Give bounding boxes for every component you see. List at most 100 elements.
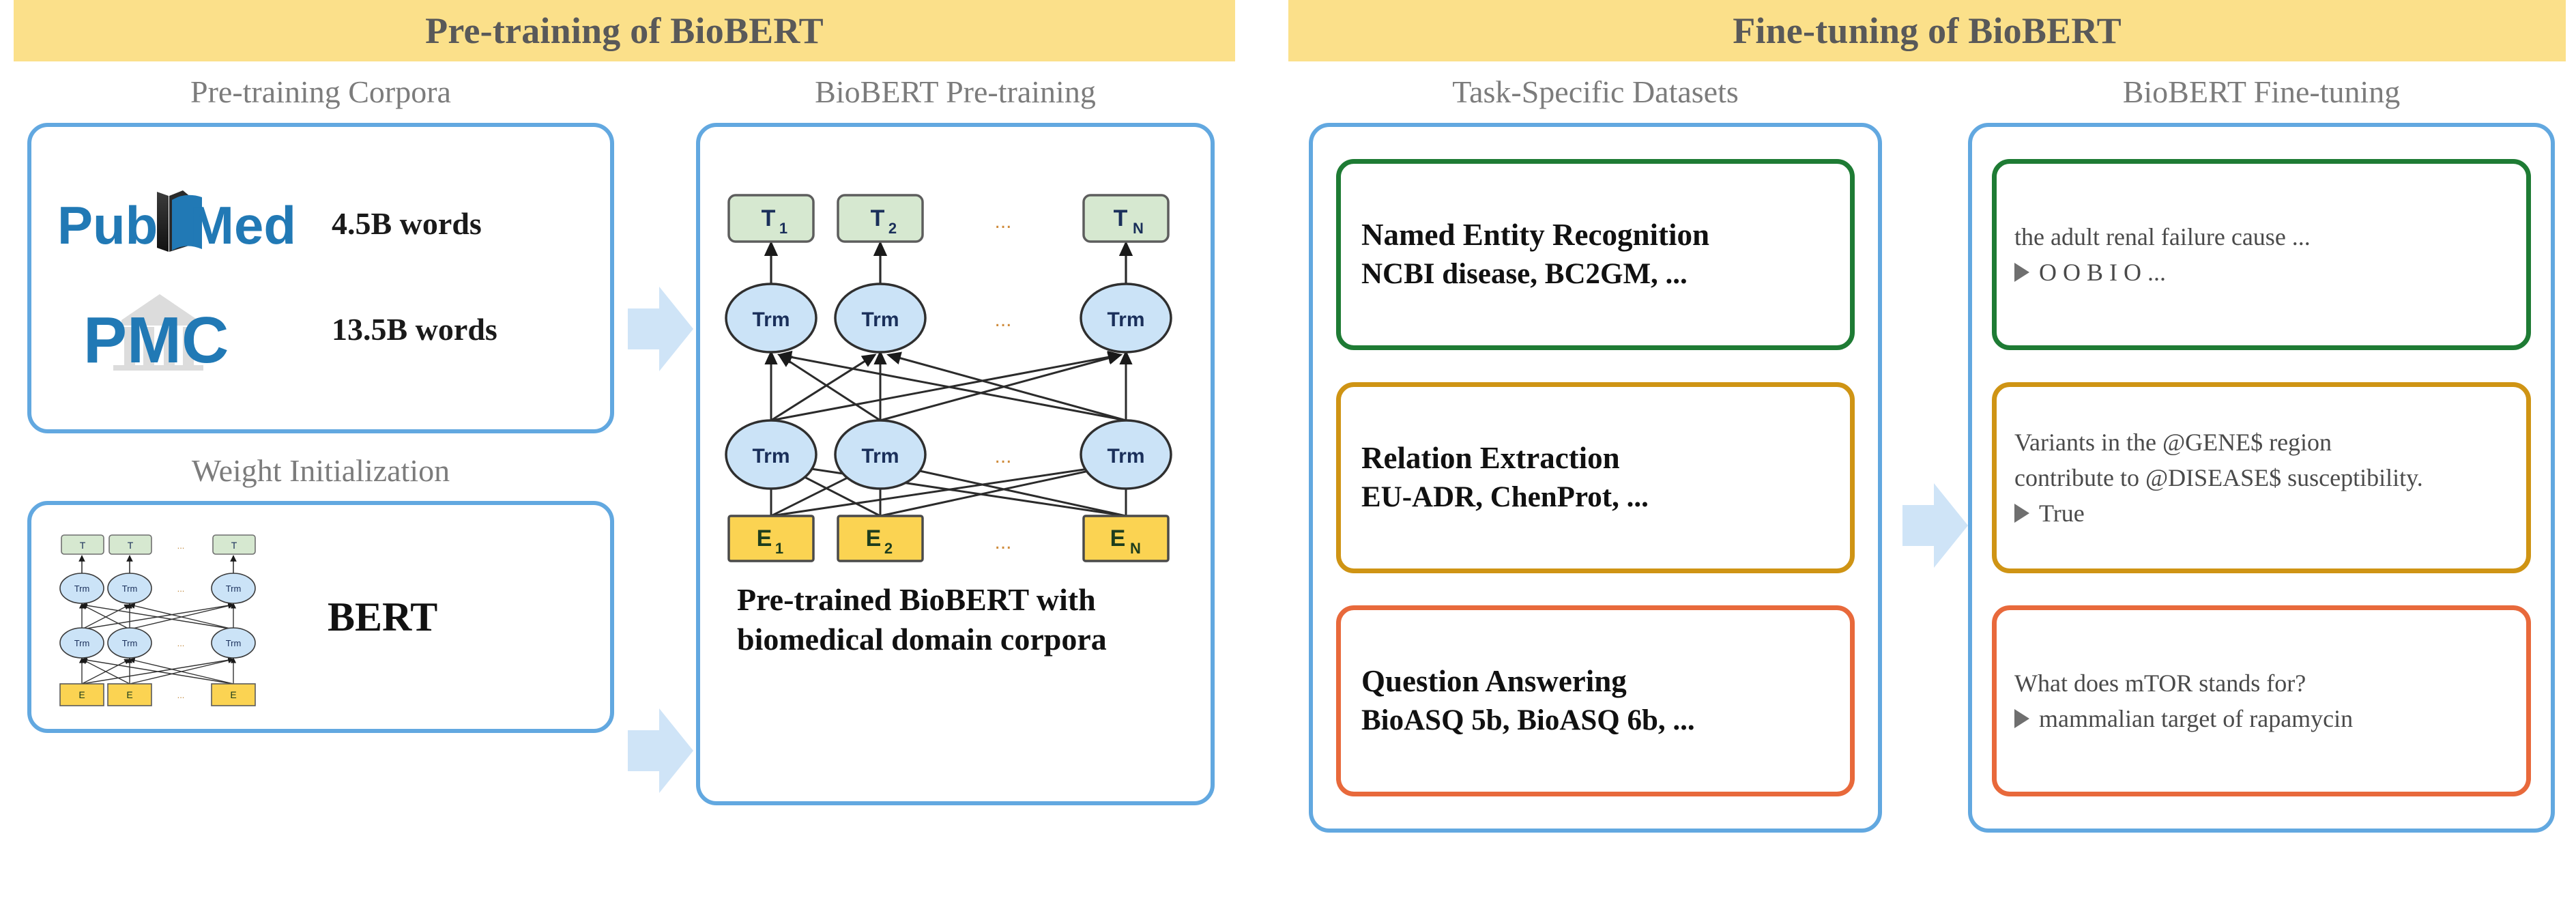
- task-box-relation-extraction[interactable]: Relation Extraction EU-ADR, ChenProt, ..…: [1336, 382, 1855, 573]
- arrow-datasets-to-finetuning: [1902, 482, 1968, 569]
- pubmed-word-count: 4.5B words: [332, 206, 482, 241]
- example-re-input-line1: Variants in the @GENE$ region: [2014, 428, 2332, 456]
- svg-text:T: T: [80, 540, 86, 551]
- example-box-question-answering[interactable]: What does mTOR stands for? mammalian tar…: [1992, 605, 2531, 796]
- svg-text:1: 1: [779, 220, 787, 237]
- biobert-pretraining-card: T 1 T 2 T N ...: [696, 123, 1215, 805]
- svg-text:Trm: Trm: [122, 584, 138, 594]
- pretrained-biobert-caption: Pre-trained BioBERT with biomedical doma…: [737, 580, 1174, 659]
- example-qa-output-row: mammalian target of rapamycin: [2014, 701, 2508, 736]
- svg-text:...: ...: [177, 584, 185, 594]
- svg-text:...: ...: [994, 445, 1011, 467]
- example-re-output: True: [2039, 500, 2085, 528]
- svg-text:...: ...: [994, 308, 1011, 331]
- finetuning-title: BioBERT Fine-tuning: [2122, 74, 2401, 109]
- example-qa-input: What does mTOR stands for?: [2014, 669, 2306, 697]
- example-ner-output-row: O O B I O ...: [2014, 255, 2508, 290]
- svg-text:...: ...: [177, 541, 185, 551]
- triangle-icon: [2014, 504, 2029, 523]
- pretraining-panel: Pre-training of BioBERT Pre-training Cor…: [14, 0, 1235, 805]
- svg-text:E: E: [230, 689, 236, 700]
- finetuning-banner: Fine-tuning of BioBERT: [1288, 0, 2566, 61]
- example-box-relation-extraction[interactable]: Variants in the @GENE$ region contribute…: [1992, 382, 2531, 573]
- example-re-input-line2: contribute to @DISEASE$ susceptibility.: [2014, 463, 2423, 491]
- pretraining-columns: Pre-training Corpora: [14, 72, 1235, 805]
- weight-initialization-title: Weight Initialization: [191, 453, 450, 488]
- corpus-row-pmc: PMC 13.5B words: [56, 289, 610, 371]
- svg-text:T: T: [231, 540, 237, 551]
- svg-text:Trm: Trm: [122, 638, 138, 648]
- task-re-datasets: EU-ADR, ChenProt, ...: [1361, 481, 1649, 514]
- svg-text:Med: Med: [190, 195, 296, 255]
- pretraining-banner: Pre-training of BioBERT: [14, 0, 1235, 61]
- svg-text:Trm: Trm: [1107, 308, 1144, 331]
- svg-text:Trm: Trm: [226, 638, 242, 648]
- task-qa-name: Question Answering: [1361, 663, 1627, 698]
- finetuning-column: BioBERT Fine-tuning the adult renal fail…: [1961, 72, 2562, 833]
- svg-text:E: E: [78, 689, 85, 700]
- svg-text:T: T: [762, 205, 776, 231]
- task-qa-datasets: BioASQ 5b, BioASQ 6b, ...: [1361, 704, 1695, 737]
- svg-text:Pub: Pub: [57, 195, 158, 255]
- example-ner-input: the adult renal failure cause ...: [2014, 222, 2311, 250]
- svg-text:Trm: Trm: [226, 584, 242, 594]
- svg-text:E: E: [126, 689, 132, 700]
- biobert-transformer-diagram: T 1 T 2 T N ...: [717, 147, 1194, 577]
- pmc-logo: PMC: [56, 289, 315, 371]
- finetuning-columns: Task-Specific Datasets Named Entity Reco…: [1288, 72, 2566, 833]
- example-ner-output: O O B I O ...: [2039, 259, 2166, 286]
- corpora-column: Pre-training Corpora: [14, 72, 628, 805]
- triangle-icon: [2014, 263, 2029, 283]
- svg-text:N: N: [1133, 220, 1144, 237]
- finetuning-card: the adult renal failure cause ... O O B …: [1968, 123, 2555, 833]
- corpora-title: Pre-training Corpora: [190, 74, 451, 109]
- task-ner-name: Named Entity Recognition: [1361, 217, 1709, 252]
- svg-text:PMC: PMC: [83, 304, 229, 371]
- datasets-column: Task-Specific Datasets Named Entity Reco…: [1288, 72, 1902, 833]
- bert-card: T T T ... Trm Trm: [27, 501, 614, 733]
- svg-text:T: T: [128, 540, 134, 551]
- svg-text:T: T: [871, 205, 885, 231]
- svg-text:...: ...: [177, 690, 185, 700]
- svg-text:2: 2: [888, 220, 897, 237]
- example-re-output-row: True: [2014, 495, 2508, 531]
- svg-text:E: E: [866, 526, 882, 551]
- datasets-card: Named Entity Recognition NCBI disease, B…: [1309, 123, 1882, 833]
- corpus-row-pubmed: Pub Med 4.5B words: [56, 186, 610, 261]
- svg-text:T: T: [1114, 205, 1128, 231]
- svg-text:Trm: Trm: [1107, 445, 1144, 467]
- svg-text:Trm: Trm: [752, 308, 790, 331]
- svg-text:Trm: Trm: [74, 638, 90, 648]
- svg-text:...: ...: [994, 531, 1011, 553]
- svg-text:Trm: Trm: [752, 445, 790, 467]
- datasets-title: Task-Specific Datasets: [1452, 74, 1739, 109]
- bert-transformer-diagram: T T T ... Trm Trm: [55, 521, 280, 712]
- task-box-question-answering[interactable]: Question Answering BioASQ 5b, BioASQ 6b,…: [1336, 605, 1855, 796]
- task-ner-datasets: NCBI disease, BC2GM, ...: [1361, 258, 1688, 291]
- pubmed-logo: Pub Med: [56, 186, 315, 261]
- pretrained-caption-line2: biomedical domain corpora: [737, 621, 1107, 657]
- svg-text:E: E: [757, 526, 772, 551]
- arrow-corpora-to-pretraining: [628, 285, 693, 373]
- svg-text:...: ...: [994, 210, 1011, 233]
- biobert-pretraining-title: BioBERT Pre-training: [815, 74, 1096, 109]
- svg-text:Trm: Trm: [861, 308, 899, 331]
- svg-text:Trm: Trm: [861, 445, 899, 467]
- pmc-word-count: 13.5B words: [332, 312, 497, 347]
- svg-text:2: 2: [884, 540, 893, 557]
- triangle-icon: [2014, 709, 2029, 729]
- svg-text:Trm: Trm: [74, 584, 90, 594]
- svg-text:1: 1: [775, 540, 783, 557]
- corpora-card: Pub Med 4.5B words: [27, 123, 614, 433]
- svg-text:E: E: [1110, 526, 1126, 551]
- finetuning-panel: Fine-tuning of BioBERT Task-Specific Dat…: [1288, 0, 2566, 833]
- pretrained-caption-line1: Pre-trained BioBERT with: [737, 582, 1096, 617]
- svg-text:...: ...: [177, 638, 185, 648]
- arrow-bert-to-pretraining: [628, 707, 693, 794]
- task-box-ner[interactable]: Named Entity Recognition NCBI disease, B…: [1336, 159, 1855, 350]
- example-qa-output: mammalian target of rapamycin: [2039, 705, 2354, 732]
- svg-text:N: N: [1130, 540, 1141, 557]
- example-box-ner[interactable]: the adult renal failure cause ... O O B …: [1992, 159, 2531, 350]
- task-re-name: Relation Extraction: [1361, 440, 1620, 475]
